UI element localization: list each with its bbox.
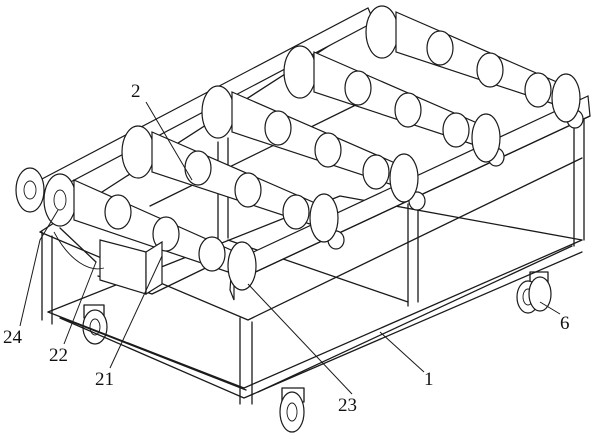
roller-row-2 [121,125,339,243]
callout-22: 22 [49,345,68,366]
callout-24: 24 [3,327,22,348]
caster-front-center [279,387,305,433]
caster-back-left [82,304,108,345]
callout-2: 2 [131,81,141,102]
callout-6: 6 [560,313,570,334]
callout-1: 1 [424,369,434,390]
callout-23: 23 [338,395,357,416]
roller-row-1 [43,173,257,291]
roller-row-3 [201,85,419,203]
roller-row-4 [283,45,501,163]
caster-front-right [528,276,552,312]
roller-row-5 [365,5,581,123]
drive-assembly [15,167,163,296]
leader-lines [19,101,561,395]
callout-21: 21 [95,369,114,390]
